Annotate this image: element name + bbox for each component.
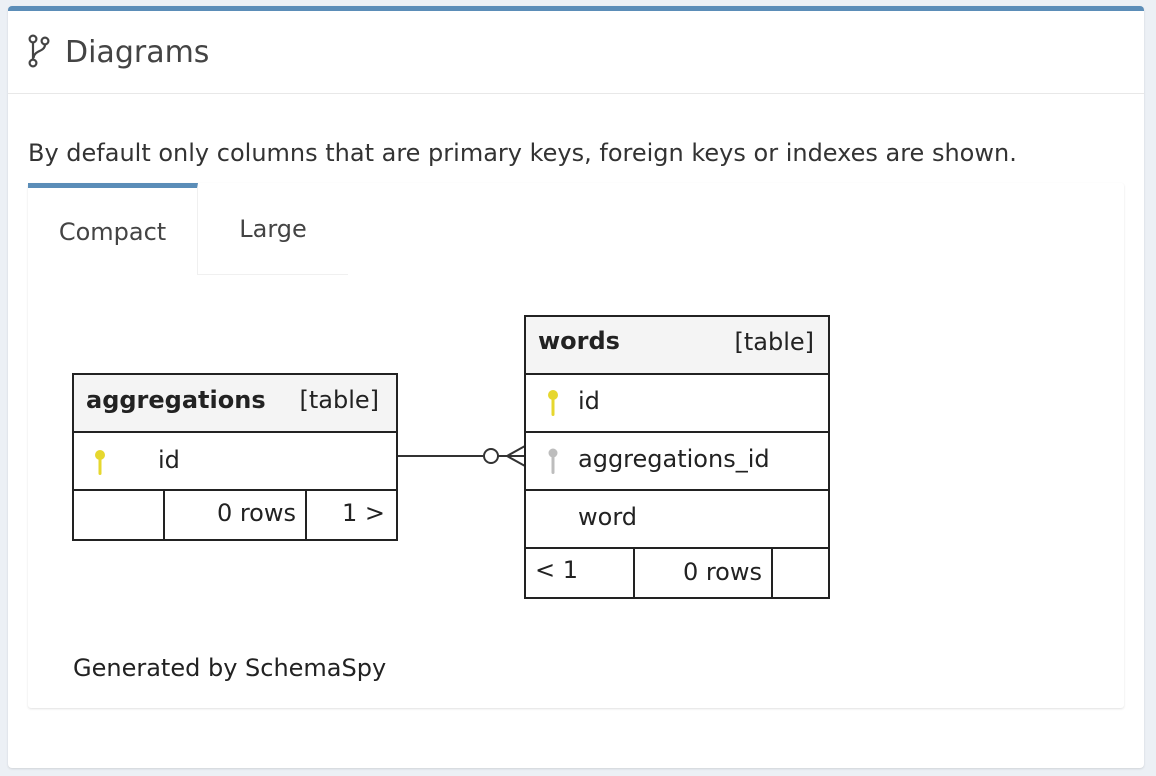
column-name: id [158,446,180,474]
tab-compact-label: Compact [58,217,167,246]
code-branch-icon [28,34,50,68]
table-name: aggregations [86,386,266,414]
relationship-connector [398,445,526,467]
tab-large[interactable]: Large [198,183,348,275]
table-aggregations[interactable]: aggregations [table] id 0 rows 1 > [72,373,398,541]
tab-large-label: Large [239,214,307,243]
diagram-tabs-container: Compact Large aggregations [tab [28,183,1124,708]
row-count: 0 rows [683,558,762,586]
row-count: 0 rows [217,499,296,527]
panel-title: Diagrams [65,35,210,70]
table-words[interactable]: words [table] id aggregations_id word < … [524,315,830,599]
table-type: [table] [299,386,379,414]
foreign-key-icon [548,448,558,474]
schema-diagram[interactable]: aggregations [table] id 0 rows 1 > [28,275,1124,705]
column-name: word [578,503,637,531]
tab-compact[interactable]: Compact [28,183,198,275]
panel-header: Diagrams [8,11,1144,94]
primary-key-icon [548,390,558,416]
diagram-description: By default only columns that are primary… [28,139,1017,167]
generated-by-credit: Generated by SchemaSpy [73,654,386,682]
table-name: words [538,327,620,355]
column-name: aggregations_id [578,445,770,473]
primary-key-icon [95,450,105,475]
parents-count: < 1 [535,556,578,584]
column-name: id [578,387,600,415]
children-count: 1 > [342,499,385,527]
diagrams-panel: Diagrams By default only columns that ar… [8,6,1144,768]
table-type: [table] [734,328,814,356]
